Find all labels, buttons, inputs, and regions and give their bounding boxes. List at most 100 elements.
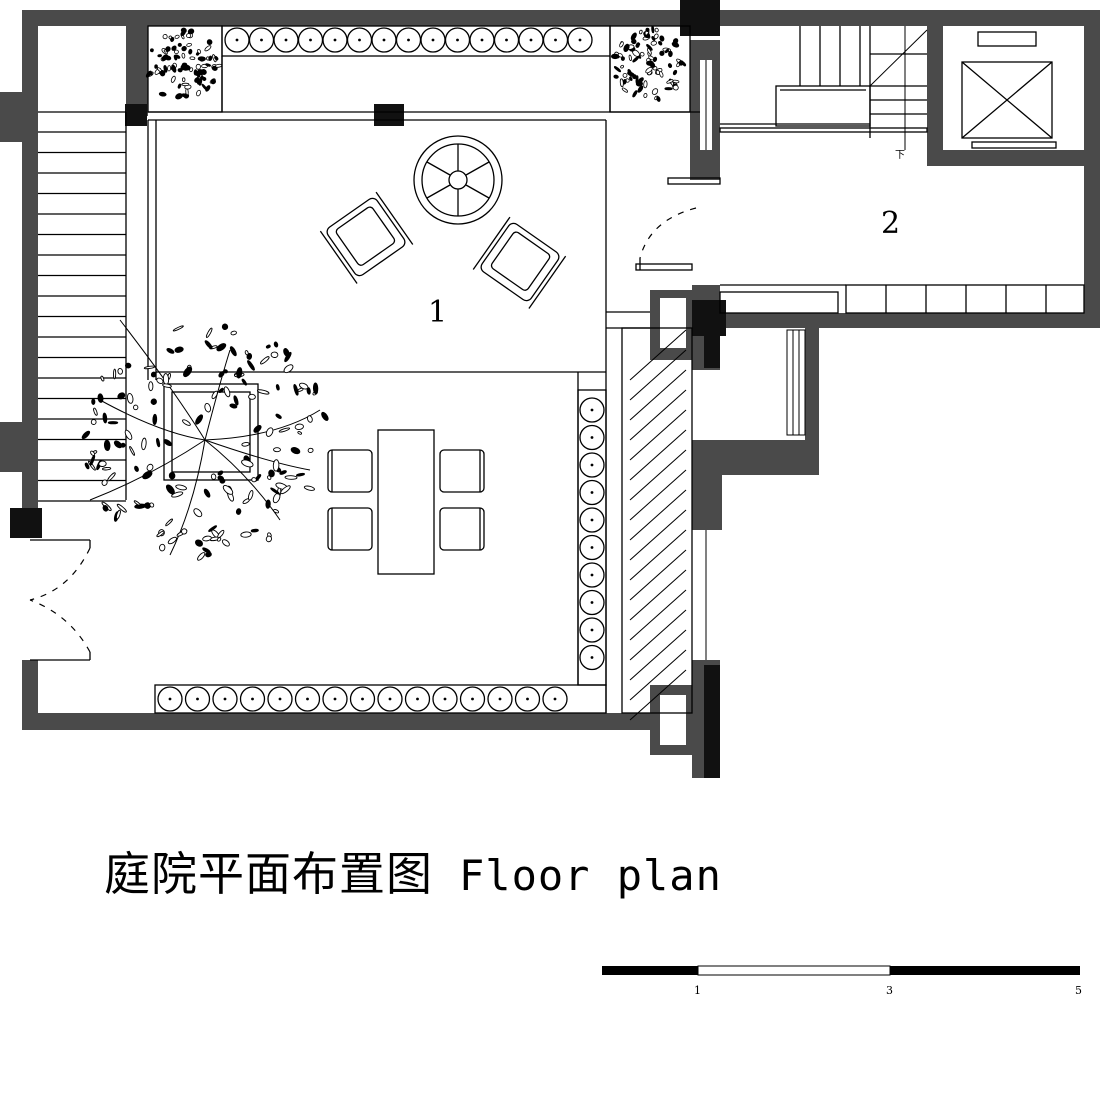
leaf	[133, 500, 141, 506]
leaf	[208, 525, 218, 532]
leaf	[129, 446, 136, 456]
leaf	[187, 28, 195, 35]
scale-bar: 1 3 5	[602, 965, 1082, 997]
leaf	[667, 63, 673, 69]
leaf	[646, 60, 654, 66]
leaf	[181, 46, 187, 52]
leaf	[628, 54, 632, 61]
leaf	[148, 71, 153, 76]
shrub	[349, 686, 376, 712]
leaf	[154, 64, 158, 69]
hatch-line	[629, 549, 687, 601]
shrub	[267, 686, 293, 712]
leaf	[101, 479, 108, 486]
leaf	[260, 356, 270, 365]
leaf	[664, 48, 670, 54]
leaf	[204, 402, 212, 413]
leaf	[246, 352, 253, 360]
leaf	[189, 56, 196, 60]
tree-branch	[204, 349, 231, 441]
scale-tick-3: 3	[886, 984, 893, 997]
hatch-line	[629, 469, 687, 521]
leaf	[143, 365, 156, 370]
leaf	[219, 478, 226, 484]
leaf	[632, 56, 640, 63]
lounge-chair-left	[319, 191, 414, 284]
leaf	[100, 375, 105, 382]
leaf	[113, 440, 123, 449]
leaf	[149, 502, 155, 508]
leaf	[124, 429, 133, 441]
shrub	[395, 27, 422, 53]
leaf	[273, 447, 281, 453]
leaf	[202, 76, 207, 81]
leaf	[656, 96, 661, 102]
leaf	[303, 485, 315, 491]
leaf	[142, 470, 153, 480]
leaf	[172, 325, 184, 332]
shrub	[487, 686, 513, 712]
shrub	[444, 27, 471, 53]
leaf	[268, 469, 275, 478]
hatch-line	[629, 409, 687, 461]
leaf	[84, 462, 90, 470]
leaf	[279, 470, 287, 475]
leaf	[116, 503, 127, 513]
leaf	[267, 475, 272, 480]
leaf	[671, 41, 680, 48]
leaf	[186, 43, 192, 47]
leaf	[236, 367, 243, 379]
leaf	[161, 54, 169, 61]
leaf	[193, 508, 203, 518]
leaf	[651, 25, 655, 34]
leaf	[203, 488, 211, 498]
leaf	[115, 509, 121, 520]
leaf	[171, 45, 177, 51]
leaf	[645, 27, 650, 32]
shrub	[579, 452, 605, 478]
leaf	[181, 62, 188, 67]
leaf	[93, 407, 98, 416]
leaf	[97, 393, 104, 403]
shrub	[579, 562, 605, 588]
leaf	[256, 389, 270, 395]
shrub	[420, 27, 446, 53]
leaf	[297, 431, 303, 435]
leaf	[173, 54, 178, 61]
leaf	[648, 55, 654, 61]
leaf	[216, 537, 222, 542]
leaf	[678, 60, 684, 66]
leaf	[148, 381, 154, 392]
hatch-line	[629, 569, 687, 621]
leaf	[152, 413, 158, 425]
leaf	[89, 454, 96, 466]
shrub	[579, 589, 605, 616]
leaf	[270, 351, 279, 358]
leaf	[202, 535, 212, 542]
leaf	[144, 502, 151, 509]
leaf	[162, 373, 170, 386]
leaf	[273, 341, 279, 348]
shrub	[459, 686, 486, 712]
elevator	[961, 31, 1057, 149]
leaf	[167, 65, 172, 72]
round-table	[413, 135, 503, 225]
shrub	[514, 686, 541, 712]
leaf	[195, 414, 204, 425]
leaf	[244, 350, 249, 356]
leaf	[162, 34, 168, 40]
leaf	[133, 404, 139, 411]
shrub	[184, 686, 211, 712]
leaf	[165, 518, 174, 527]
leaf	[659, 35, 665, 42]
drawing-title-zh: 庭院平面布置图	[104, 847, 433, 901]
leaf	[171, 491, 184, 498]
leaf	[197, 56, 206, 62]
leaf	[218, 387, 224, 393]
hatch-line	[629, 649, 687, 701]
leaf	[283, 364, 294, 374]
leaf	[651, 88, 659, 95]
hatch-line	[629, 669, 687, 721]
leaf	[664, 87, 673, 91]
leaf	[134, 503, 147, 509]
